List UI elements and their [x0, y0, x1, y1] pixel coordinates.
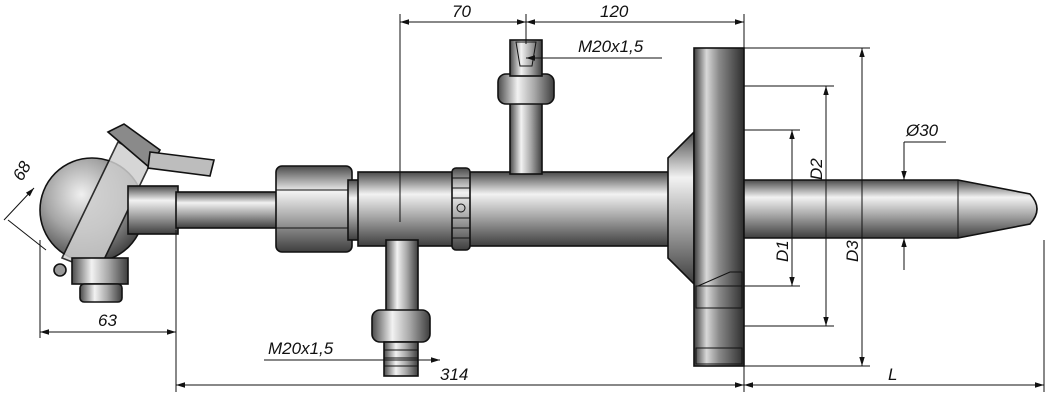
dim-63: 63	[98, 311, 117, 330]
dim-120: 120	[600, 2, 629, 21]
head-lid-clamp	[106, 123, 162, 170]
flange	[667, 47, 745, 367]
head-outlet	[127, 185, 179, 235]
immersion-sheath	[743, 179, 1038, 239]
dim-314: 314	[440, 365, 468, 384]
ground-screw	[53, 263, 67, 277]
dim-diameter-30: Ø30	[905, 121, 939, 140]
dim-70: 70	[452, 2, 471, 21]
head-lever	[147, 151, 215, 177]
dim-D2: D2	[807, 158, 826, 180]
dim-thread-bottom: M20x1,5	[268, 339, 334, 358]
dim-68: 68	[9, 158, 35, 184]
dim-L: L	[888, 365, 897, 384]
upper-branch	[497, 39, 555, 175]
union-nut	[275, 165, 361, 253]
weld-ring	[451, 167, 471, 251]
lower-branch	[371, 239, 431, 377]
connection-head	[39, 123, 215, 303]
extension-tube	[175, 191, 279, 229]
dim-D1: D1	[773, 240, 792, 262]
dim-thread-top: M20x1,5	[578, 37, 644, 56]
head-gland	[79, 283, 123, 303]
main-barrel	[357, 171, 671, 247]
head-neck	[71, 257, 129, 285]
dim-D3: D3	[843, 240, 862, 262]
